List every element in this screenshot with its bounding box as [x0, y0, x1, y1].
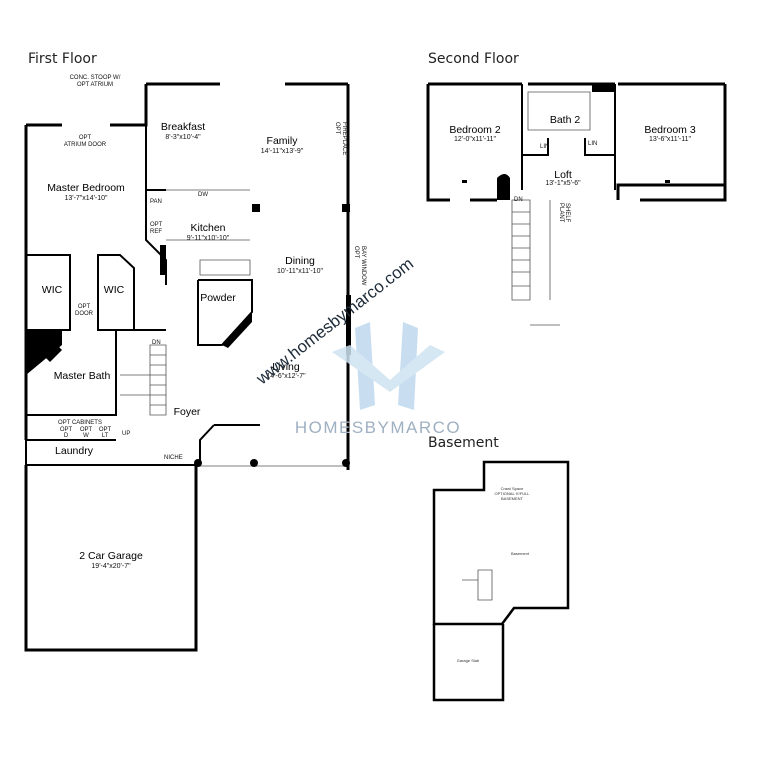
second-floor-walls	[426, 82, 727, 326]
loft-dims: 13'-1"x5'-6"	[545, 180, 581, 187]
kitchen-dims: 9'-11"x10'-10"	[187, 235, 230, 242]
bath-2-name: Bath 2	[550, 114, 581, 126]
dining-room-name: Dining	[285, 255, 315, 267]
opt-fireplace-label: OPT	[334, 122, 340, 135]
family-room-dims: 14'-11"x13'-9"	[261, 148, 304, 155]
garage-name: 2 Car Garage	[79, 550, 143, 562]
bedroom-3-name: Bedroom 3	[644, 124, 696, 136]
up-stairs-label: UP	[122, 431, 130, 437]
watermark: HOMESBYMARCO www.homesbymarco.com	[252, 254, 461, 437]
first-floor-labels: CONC. STOOP W/ OPT ATRIUM OPT ATRIUM DOO…	[42, 75, 366, 570]
pantry-label: PAN	[150, 199, 162, 205]
plant-shelf-label-2: SHELF	[564, 203, 570, 223]
second-floor-labels: Bedroom 2 12'-0"x11'-11" Bath 2 Bedroom …	[449, 114, 696, 223]
master-bedroom-name: Master Bedroom	[47, 182, 125, 194]
opt-ref-label: OPT	[150, 222, 163, 228]
opt-fireplace-label-2: FIREPLACE	[341, 122, 347, 155]
basement-walls	[432, 460, 570, 702]
opt-dryer-label: OPT	[60, 427, 73, 433]
linen-right-label: LIN	[588, 141, 597, 147]
basement-room-label: Basement	[511, 551, 530, 556]
bedroom-2-name: Bedroom 2	[449, 124, 501, 136]
opt-bay-window-label: OPT	[353, 246, 359, 259]
first-floor-solid-fixtures	[26, 204, 351, 467]
linen-left-label: LIN	[540, 144, 549, 150]
master-bath-name: Master Bath	[54, 370, 111, 382]
living-room-dims: 14'-6"x12'-7"	[266, 373, 306, 380]
dishwasher-label: DW	[198, 192, 208, 198]
watermark-brand: HOMESBYMARCO	[295, 418, 461, 437]
opt-laundry-tub-label-2: LT	[102, 433, 109, 439]
opt-bay-window-label-2: BAY WINDOW	[360, 246, 366, 286]
powder-room-name: Powder	[200, 292, 236, 304]
garage-dims: 19'-4"x20'-7"	[91, 563, 131, 570]
opt-washer-label-2: W	[83, 433, 89, 439]
stoop-label: CONC. STOOP W/	[70, 75, 121, 81]
bedroom-2-dims: 12'-0"x11'-11"	[454, 136, 497, 143]
second-floor-heading: Second Floor	[428, 51, 519, 67]
second-floor-solid-fixtures	[462, 84, 670, 200]
down-stairs-label: DN	[152, 340, 161, 346]
homesbymarco-logo-icon	[332, 322, 445, 410]
first-floor-heading: First Floor	[28, 51, 97, 67]
basement-labels: Crawl Space OPTIONAL 9'/FULL BASEMENT Ba…	[457, 486, 531, 663]
opt-ref-label-2: REF	[150, 229, 162, 235]
dining-room-dims: 10'-11"x11'-10"	[277, 268, 323, 275]
opt-door-label: OPT	[78, 304, 91, 310]
opt-cabinets-label: OPT CABINETS	[58, 420, 102, 426]
foyer-name: Foyer	[174, 406, 201, 418]
atrium-door-label: OPT	[79, 135, 92, 141]
loft-name: Loft	[554, 169, 572, 181]
wic-left-label: WIC	[42, 284, 63, 296]
opt-door-label-2: DOOR	[75, 311, 94, 317]
garage-slab-label: Garage Slab	[457, 658, 480, 663]
bedroom-3-dims: 13'-6"x11'-11"	[649, 136, 692, 143]
crawl-space-label-3: BASEMENT	[501, 496, 524, 501]
family-room-name: Family	[267, 135, 299, 147]
basement-heading: Basement	[428, 435, 499, 451]
niche-label: NICHE	[164, 455, 183, 461]
plant-shelf-label: PLANT	[558, 203, 564, 223]
breakfast-room-name: Breakfast	[161, 121, 205, 133]
opt-laundry-tub-label: OPT	[99, 427, 112, 433]
second-floor-down-label: DN	[514, 197, 523, 203]
wic-right-label: WIC	[104, 284, 125, 296]
kitchen-name: Kitchen	[190, 222, 225, 234]
opt-washer-label: OPT	[80, 427, 93, 433]
crawl-space-label: Crawl Space	[501, 486, 524, 491]
opt-dryer-label-2: D	[64, 433, 69, 439]
crawl-space-label-2: OPTIONAL 9'/FULL	[494, 491, 530, 496]
breakfast-room-dims: 8'-3"x10'-4"	[165, 134, 201, 141]
master-bedroom-dims: 13'-7"x14'-10"	[64, 195, 108, 202]
living-room-name: Living	[272, 361, 300, 373]
laundry-name: Laundry	[55, 445, 94, 457]
stoop-label-2: OPT ATRIUM	[77, 82, 113, 88]
atrium-door-label-2: ATRIUM DOOR	[64, 142, 107, 148]
